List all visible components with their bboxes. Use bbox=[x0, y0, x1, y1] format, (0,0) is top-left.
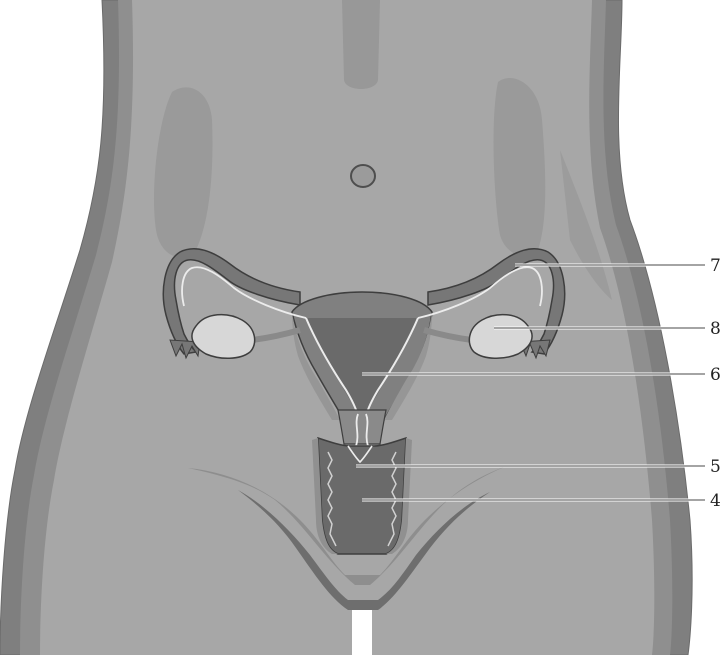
navel bbox=[351, 165, 375, 187]
thigh-gap bbox=[352, 610, 372, 655]
label-5: 5 bbox=[710, 457, 721, 477]
cervix bbox=[338, 410, 386, 444]
labels: 7 8 6 5 4 bbox=[710, 256, 721, 511]
right-muscle-shadow bbox=[494, 78, 546, 256]
label-6: 6 bbox=[710, 365, 721, 385]
label-7: 7 bbox=[710, 256, 721, 276]
label-4: 4 bbox=[710, 491, 721, 511]
label-8: 8 bbox=[710, 319, 721, 339]
linea-alba-shadow bbox=[342, 0, 380, 89]
